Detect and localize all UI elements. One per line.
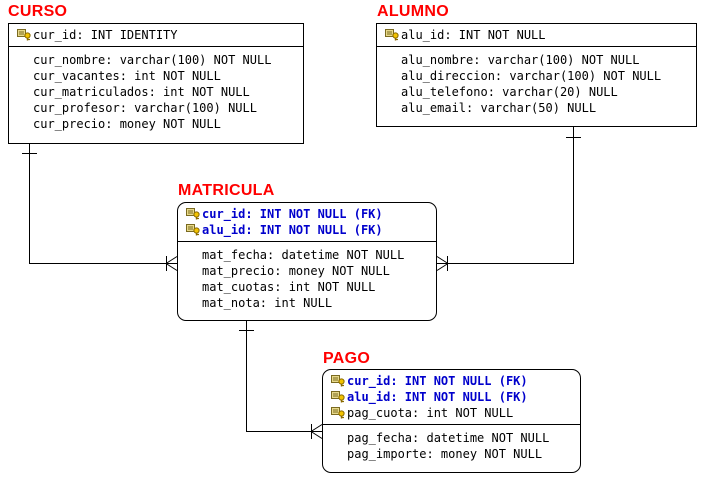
alumno-attributes: alu_nombre: varchar(100) NOT NULL alu_dir… <box>377 47 696 116</box>
relationship-curso-matricula <box>22 144 178 271</box>
curso-attributes: cur_nombre: varchar(100) NOT NULL cur_vac… <box>9 47 303 132</box>
curso-attribute-row: cur_nombre: varchar(100) NOT NULL <box>33 53 272 67</box>
alumno-entity[interactable]: alu_id: INT NOT NULL alu_nombre: varchar(… <box>376 23 697 127</box>
alumno-attribute-row: alu_telefono: varchar(20) NULL <box>401 85 618 99</box>
pago-entity[interactable]: cur_id: INT NOT NULL (FK) alu_id: INT NOT… <box>322 369 581 473</box>
alumno-key-row: alu_id: INT NOT NULL <box>377 27 696 43</box>
matricula-attribute-row: mat_fecha: datetime NOT NULL <box>202 248 405 262</box>
pago-attribute-row: pag_importe: money NOT NULL <box>347 447 543 461</box>
matricula-entity[interactable]: cur_id: INT NOT NULL (FK) alu_id: INT NOT… <box>177 202 437 321</box>
key-icon <box>186 208 201 220</box>
matricula-key-row: cur_id: INT NOT NULL (FK) <box>178 206 436 222</box>
relationship-alumno-matricula <box>436 127 581 271</box>
curso-attribute-row: cur_profesor: varchar(100) NULL <box>33 101 257 115</box>
pago-attributes: pag_fecha: datetime NOT NULL pag_importe:… <box>323 425 580 462</box>
pago-primary-keys: cur_id: INT NOT NULL (FK) alu_id: INT NOT… <box>323 370 580 425</box>
curso-key-text: cur_id: INT IDENTITY <box>33 28 178 42</box>
matricula-key-text: cur_id: INT NOT NULL (FK) <box>202 207 383 221</box>
matricula-attribute-row: mat_nota: int NULL <box>202 296 333 310</box>
alumno-primary-keys: alu_id: INT NOT NULL <box>377 24 696 47</box>
key-icon <box>385 29 400 41</box>
matricula-attributes: mat_fecha: datetime NOT NULL mat_precio: … <box>178 242 436 311</box>
pago-key-text: alu_id: INT NOT NULL (FK) <box>347 390 528 404</box>
matricula-key-text: alu_id: INT NOT NULL (FK) <box>202 223 383 237</box>
alumno-attribute-row: alu_nombre: varchar(100) NOT NULL <box>401 53 640 67</box>
relationship-matricula-pago <box>239 321 323 439</box>
curso-entity[interactable]: cur_id: INT IDENTITY cur_nombre: varchar(… <box>8 23 304 144</box>
curso-attribute-row: cur_vacantes: int NOT NULL <box>33 69 221 83</box>
pago-key-text: pag_cuota: int NOT NULL <box>347 406 514 420</box>
curso-primary-keys: cur_id: INT IDENTITY <box>9 24 303 47</box>
matricula-key-row: alu_id: INT NOT NULL (FK) <box>178 222 436 238</box>
curso-attribute-row: cur_precio: money NOT NULL <box>33 117 221 131</box>
alumno-attribute-row: alu_direccion: varchar(100) NOT NULL <box>401 69 662 83</box>
key-icon <box>331 407 346 419</box>
curso-attribute-row: cur_matriculados: int NOT NULL <box>33 85 250 99</box>
matricula-attribute-row: mat_cuotas: int NOT NULL <box>202 280 376 294</box>
pago-key-row: cur_id: INT NOT NULL (FK) <box>323 373 580 389</box>
pago-key-row: alu_id: INT NOT NULL (FK) <box>323 389 580 405</box>
pago-title: PAGO <box>323 350 371 367</box>
matricula-attribute-row: mat_precio: money NOT NULL <box>202 264 390 278</box>
pago-key-row: pag_cuota: int NOT NULL <box>323 405 580 421</box>
matricula-title: MATRICULA <box>178 182 275 199</box>
key-icon <box>186 224 201 236</box>
curso-key-row: cur_id: INT IDENTITY <box>9 27 303 43</box>
key-icon <box>331 391 346 403</box>
curso-title: CURSO <box>8 3 68 20</box>
key-icon <box>17 29 32 41</box>
alumno-title: ALUMNO <box>377 3 450 20</box>
alumno-key-text: alu_id: INT NOT NULL <box>401 28 546 42</box>
alumno-attribute-row: alu_email: varchar(50) NULL <box>401 101 597 115</box>
matricula-primary-keys: cur_id: INT NOT NULL (FK) alu_id: INT NOT… <box>178 203 436 242</box>
pago-key-text: cur_id: INT NOT NULL (FK) <box>347 374 528 388</box>
pago-attribute-row: pag_fecha: datetime NOT NULL <box>347 431 550 445</box>
key-icon <box>331 375 346 387</box>
